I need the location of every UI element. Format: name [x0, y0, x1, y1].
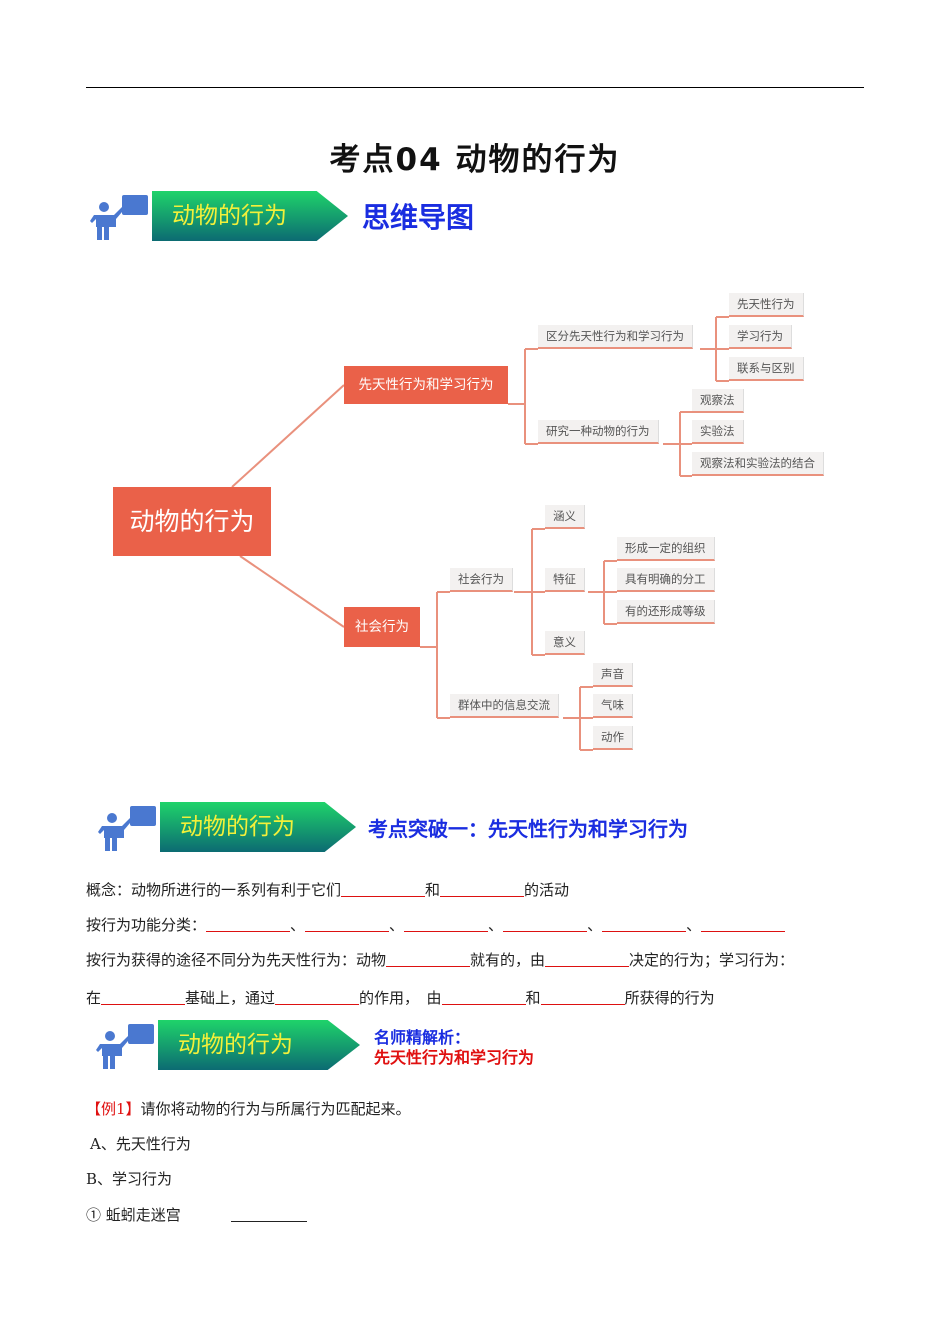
mindmap-branch-social: 社会行为 — [344, 607, 420, 647]
function-line: 按行为功能分类： 、 、 、 、 、 — [86, 914, 786, 935]
mindmap-leaf: 学习行为 — [729, 325, 792, 349]
section-title-mindmap: 思维导图 — [362, 201, 475, 234]
text: 决定的行为；学习行为： — [629, 951, 795, 969]
example-item-1: ① 蚯蚓走迷宫 — [86, 1204, 307, 1225]
option-a: A、先天性行为 — [90, 1135, 191, 1153]
sep: 、 — [290, 916, 306, 934]
mindmap-leaf: 实验法 — [692, 420, 744, 444]
fill-blank[interactable] — [503, 917, 588, 932]
learning-line: 在 基础上，通过 的作用， 由 和 所获得的行为 — [86, 987, 715, 1008]
mindmap-leaf: 联系与区别 — [729, 357, 804, 381]
mindmap-leaf: 研究一种动物的行为 — [538, 420, 659, 444]
sep: 、 — [389, 916, 405, 934]
teacher-icon — [96, 1024, 154, 1069]
fill-blank[interactable] — [540, 990, 625, 1005]
text: 按行为获得的途径不同分为先天性行为：动物 — [86, 951, 387, 969]
analysis-title: 名师精解析： — [374, 1028, 471, 1047]
mindmap-leaf: 动作 — [593, 726, 633, 750]
mindmap-leaf: 气味 — [593, 694, 633, 718]
fill-blank[interactable] — [305, 917, 390, 932]
fill-blank[interactable] — [545, 952, 630, 967]
mindmap-leaf: 社会行为 — [450, 568, 513, 592]
banner-label: 动物的行为 — [152, 191, 348, 241]
text: 基础上，通过 — [185, 989, 276, 1007]
text: 请你将动物的行为与所属行为匹配起来。 — [140, 1100, 411, 1118]
banner-label: 动物的行为 — [158, 1020, 360, 1070]
fill-blank[interactable] — [440, 882, 525, 897]
fill-blank[interactable] — [101, 990, 186, 1005]
example-tag: 【例1】 — [86, 1100, 141, 1118]
mindmap-leaf: 意义 — [545, 631, 585, 655]
text: 的作用， 由 — [359, 989, 442, 1007]
text: 在 — [86, 989, 102, 1007]
text: 就有的，由 — [470, 951, 546, 969]
mindmap-root: 动物的行为 — [113, 487, 271, 556]
fill-blank[interactable] — [206, 917, 291, 932]
mindmap-leaf: 特征 — [545, 568, 585, 592]
fill-blank[interactable] — [404, 917, 489, 932]
option-b: B、学习行为 — [86, 1170, 173, 1188]
mindmap-leaf: 形成一定的组织 — [617, 537, 715, 561]
fill-blank[interactable] — [230, 1207, 307, 1222]
fill-blank[interactable] — [341, 882, 426, 897]
fill-blank[interactable] — [441, 990, 526, 1005]
fill-blank[interactable] — [701, 917, 786, 932]
mindmap-leaf: 群体中的信息交流 — [450, 694, 559, 718]
mindmap-leaf: 涵义 — [545, 505, 585, 529]
fill-blank[interactable] — [386, 952, 471, 967]
analysis-subtitle: 先天性行为和学习行为 — [374, 1048, 535, 1067]
sep: 、 — [488, 916, 504, 934]
mindmap-leaf: 观察法和实验法的结合 — [692, 452, 824, 476]
banner-label: 动物的行为 — [160, 802, 356, 852]
text: 的活动 — [524, 881, 570, 899]
fill-blank[interactable] — [602, 917, 687, 932]
concept-line: 概念：动物所进行的一系列有利于它们 和 的活动 — [86, 879, 569, 900]
mindmap-leaf: 声音 — [593, 663, 633, 687]
example-question: 【例1】请你将动物的行为与所属行为匹配起来。 — [86, 1098, 411, 1119]
mindmap-leaf: 区分先天性行为和学习行为 — [538, 325, 693, 349]
acquisition-line: 按行为获得的途径不同分为先天性行为：动物 就有的，由 决定的行为；学习行为： — [86, 949, 794, 970]
teacher-icon — [90, 195, 148, 240]
mindmap-leaf: 有的还形成等级 — [617, 600, 715, 624]
text: 概念：动物所进行的一系列有利于它们 — [86, 881, 342, 899]
text: 按行为功能分类： — [86, 916, 207, 934]
text: 和 — [425, 881, 441, 899]
teacher-icon — [98, 806, 156, 851]
mindmap-leaf: 具有明确的分工 — [617, 568, 715, 592]
text: ① 蚯蚓走迷宫 — [86, 1206, 181, 1224]
sep: 、 — [686, 916, 702, 934]
page-title: 考点04 动物的行为 — [329, 142, 621, 178]
mindmap-connectors — [231, 316, 729, 751]
header-rule — [86, 87, 864, 88]
mindmap-leaf: 观察法 — [692, 389, 744, 413]
fill-blank[interactable] — [275, 990, 360, 1005]
text: 和 — [525, 989, 541, 1007]
section-title-breakthrough: 考点突破一：先天性行为和学习行为 — [368, 817, 688, 841]
sep: 、 — [587, 916, 603, 934]
text: 所获得的行为 — [624, 989, 715, 1007]
mindmap-branch-innate-learning: 先天性行为和学习行为 — [344, 366, 508, 404]
mindmap-leaf: 先天性行为 — [729, 293, 804, 317]
